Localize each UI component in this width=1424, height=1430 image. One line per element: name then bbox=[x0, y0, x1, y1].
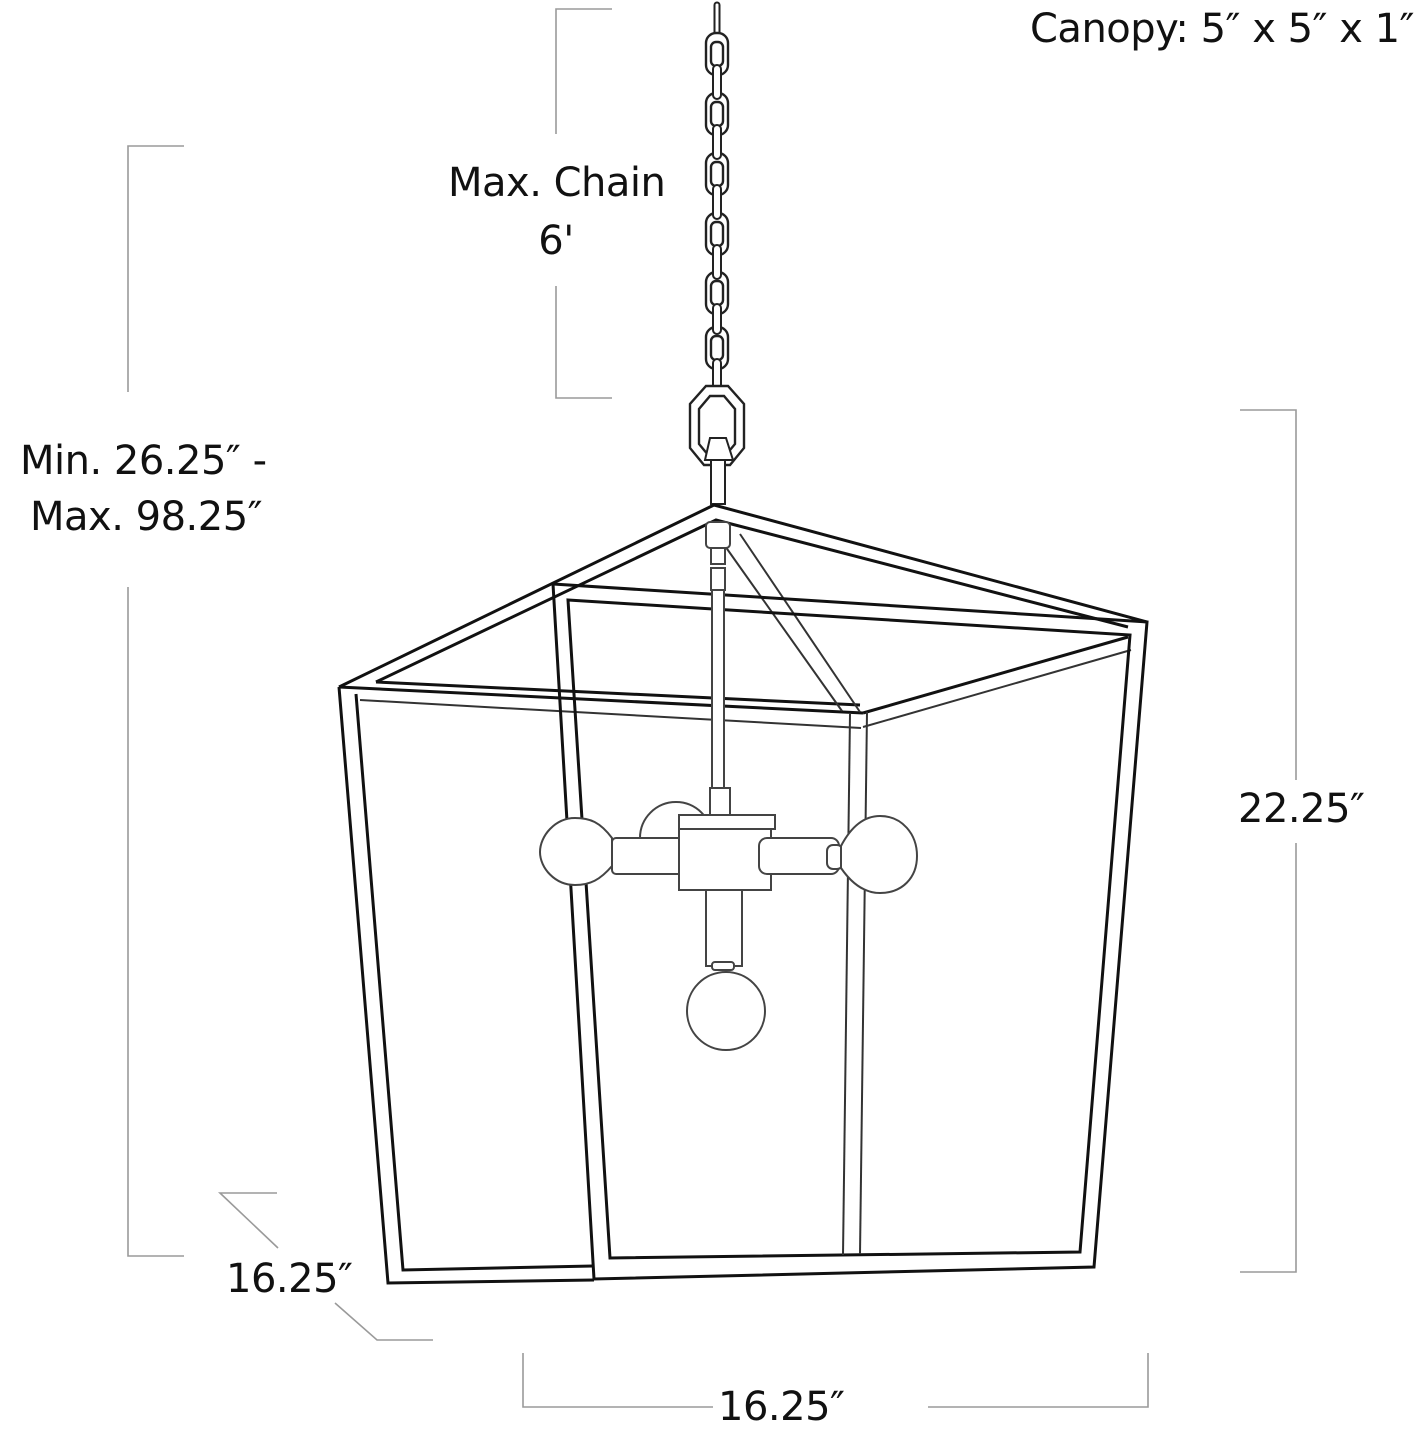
width-label: 16.25″ bbox=[718, 1384, 845, 1430]
max-chain-label: Max. Chain bbox=[448, 160, 666, 206]
overall-height-dimension-top bbox=[127, 145, 184, 392]
chain-dimension-top bbox=[555, 8, 612, 134]
overall-height-dimension-bottom bbox=[127, 587, 184, 1257]
depth-label: 16.25″ bbox=[226, 1256, 353, 1302]
depth-dimension-bottom bbox=[334, 1302, 433, 1341]
canopy-dimension-label: Canopy: 5″ x 5″ x 1″ bbox=[1030, 6, 1414, 52]
lantern-frame bbox=[337, 503, 1149, 1285]
light-fixture bbox=[538, 521, 919, 1051]
body-height-label: 22.25″ bbox=[1238, 786, 1365, 832]
chain-dimension-bottom bbox=[555, 286, 612, 399]
dimension-lines bbox=[127, 8, 1297, 1408]
overall-height-max-label: Max. 98.25″ bbox=[30, 494, 263, 540]
max-chain-value: 6' bbox=[538, 218, 574, 264]
body-height-dimension-top bbox=[1240, 409, 1297, 780]
bulb-icon bbox=[840, 814, 919, 895]
overall-height-min-label: Min. 26.25″ - bbox=[20, 438, 267, 484]
width-dimension-left bbox=[522, 1353, 713, 1408]
bulb-icon bbox=[538, 816, 613, 887]
body-height-dimension-bottom bbox=[1240, 843, 1297, 1273]
depth-dimension-top bbox=[217, 1192, 279, 1249]
bulb-icon bbox=[686, 971, 766, 1051]
chain bbox=[688, 1, 746, 505]
width-dimension-right bbox=[928, 1353, 1149, 1408]
